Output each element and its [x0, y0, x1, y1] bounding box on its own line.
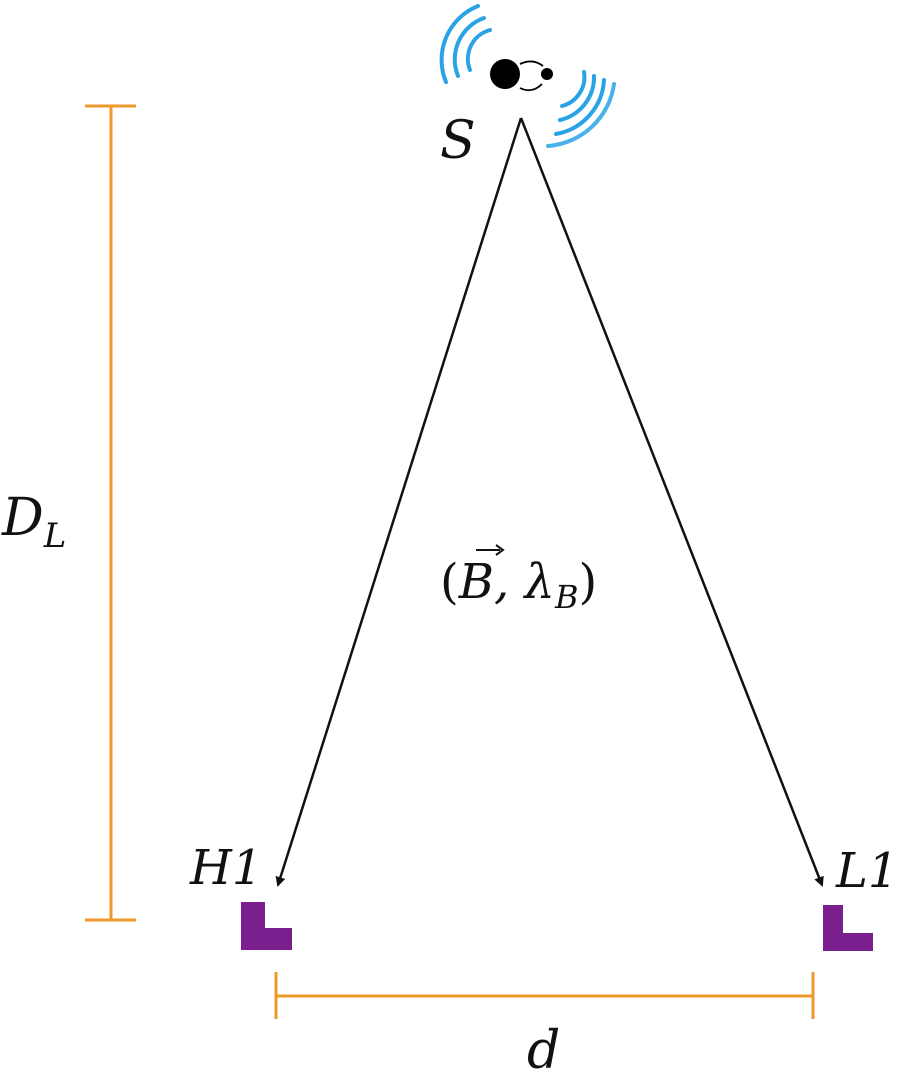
- binary-source-icon: [490, 59, 553, 92]
- separation-label: d: [527, 1021, 560, 1078]
- wave-parameters-label: (B, λB): [440, 544, 597, 616]
- distance-label-sub: L: [43, 516, 67, 556]
- wave-params-close: ): [578, 554, 597, 610]
- arrow-to-h1: [275, 117, 523, 887]
- wave-params-B: B: [458, 554, 494, 610]
- distance-label: DL: [1, 488, 66, 556]
- arrow-to-l1: [519, 117, 824, 887]
- detector-h1-icon: [241, 902, 292, 950]
- detector-l1-icon: [823, 905, 873, 951]
- vector-bar-head: [495, 544, 505, 556]
- gravitational-waves-icon: [439, 4, 616, 148]
- distance-label-main: D: [1, 488, 44, 548]
- wave-params-lambda-sub: B: [554, 578, 579, 616]
- source-label: S: [440, 111, 476, 171]
- detector-h1-label: H1: [189, 840, 262, 896]
- separation-bracket: [274, 972, 815, 1019]
- wave-params-comma-lambda: , λ: [494, 554, 555, 610]
- distance-bracket: [85, 104, 136, 922]
- svg-text:(B, λB): (B, λB): [440, 554, 597, 616]
- detector-l1-label: L1: [835, 843, 898, 899]
- wave-params-open: (: [440, 554, 459, 610]
